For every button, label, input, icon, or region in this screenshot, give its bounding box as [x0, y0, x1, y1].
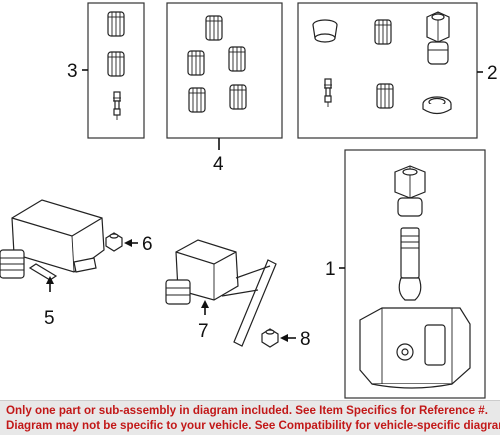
disclaimer-line-2: Diagram may not be specific to your vehi… — [6, 419, 500, 432]
svg-text:8: 8 — [300, 329, 311, 350]
disclaimer-line-1: Only one part or sub-assembly in diagram… — [6, 404, 488, 417]
kit-4-box — [166, 2, 283, 139]
valve-cap-icon — [376, 83, 394, 109]
svg-text:3: 3 — [67, 61, 78, 82]
valve-cap-icon — [205, 15, 223, 41]
bracket-module-icon — [165, 239, 277, 347]
svg-text:5: 5 — [44, 308, 55, 329]
nut-6-icon — [105, 232, 123, 252]
valve-cap-icon — [374, 19, 392, 45]
nut-8-icon — [261, 328, 279, 348]
svg-text:1: 1 — [325, 259, 336, 280]
svg-text:4: 4 — [213, 154, 224, 175]
valve-cap-icon — [228, 46, 246, 72]
callout-3: 3 — [67, 61, 88, 82]
kit-2-box — [297, 2, 478, 139]
grommet-icon — [312, 19, 338, 43]
valve-cap-icon — [229, 84, 247, 110]
callout-4: 4 — [213, 138, 224, 175]
valve-cap-icon — [107, 51, 125, 77]
callout-6: 6 — [124, 234, 153, 255]
valve-cap-icon — [188, 87, 206, 113]
kit-3-box — [87, 2, 145, 139]
tpms-sensor-icon — [359, 165, 471, 389]
svg-text:7: 7 — [198, 321, 209, 342]
receiver-module-icon — [0, 199, 105, 281]
callout-8: 8 — [280, 329, 311, 350]
parts-diagram: 3 4 — [0, 2, 498, 399]
callout-2: 2 — [477, 63, 498, 84]
valve-cap-icon — [107, 11, 125, 37]
hex-nut-icon — [426, 11, 450, 65]
washer-icon — [422, 96, 452, 115]
sensor-1-box — [344, 149, 486, 399]
disclaimer-banner: Only one part or sub-assembly in diagram… — [0, 400, 500, 435]
svg-text:6: 6 — [142, 234, 153, 255]
callout-1: 1 — [325, 259, 345, 280]
callout-5: 5 — [44, 276, 55, 329]
svg-text:2: 2 — [487, 63, 498, 84]
valve-cap-icon — [187, 50, 205, 76]
callout-7: 7 — [198, 300, 209, 342]
